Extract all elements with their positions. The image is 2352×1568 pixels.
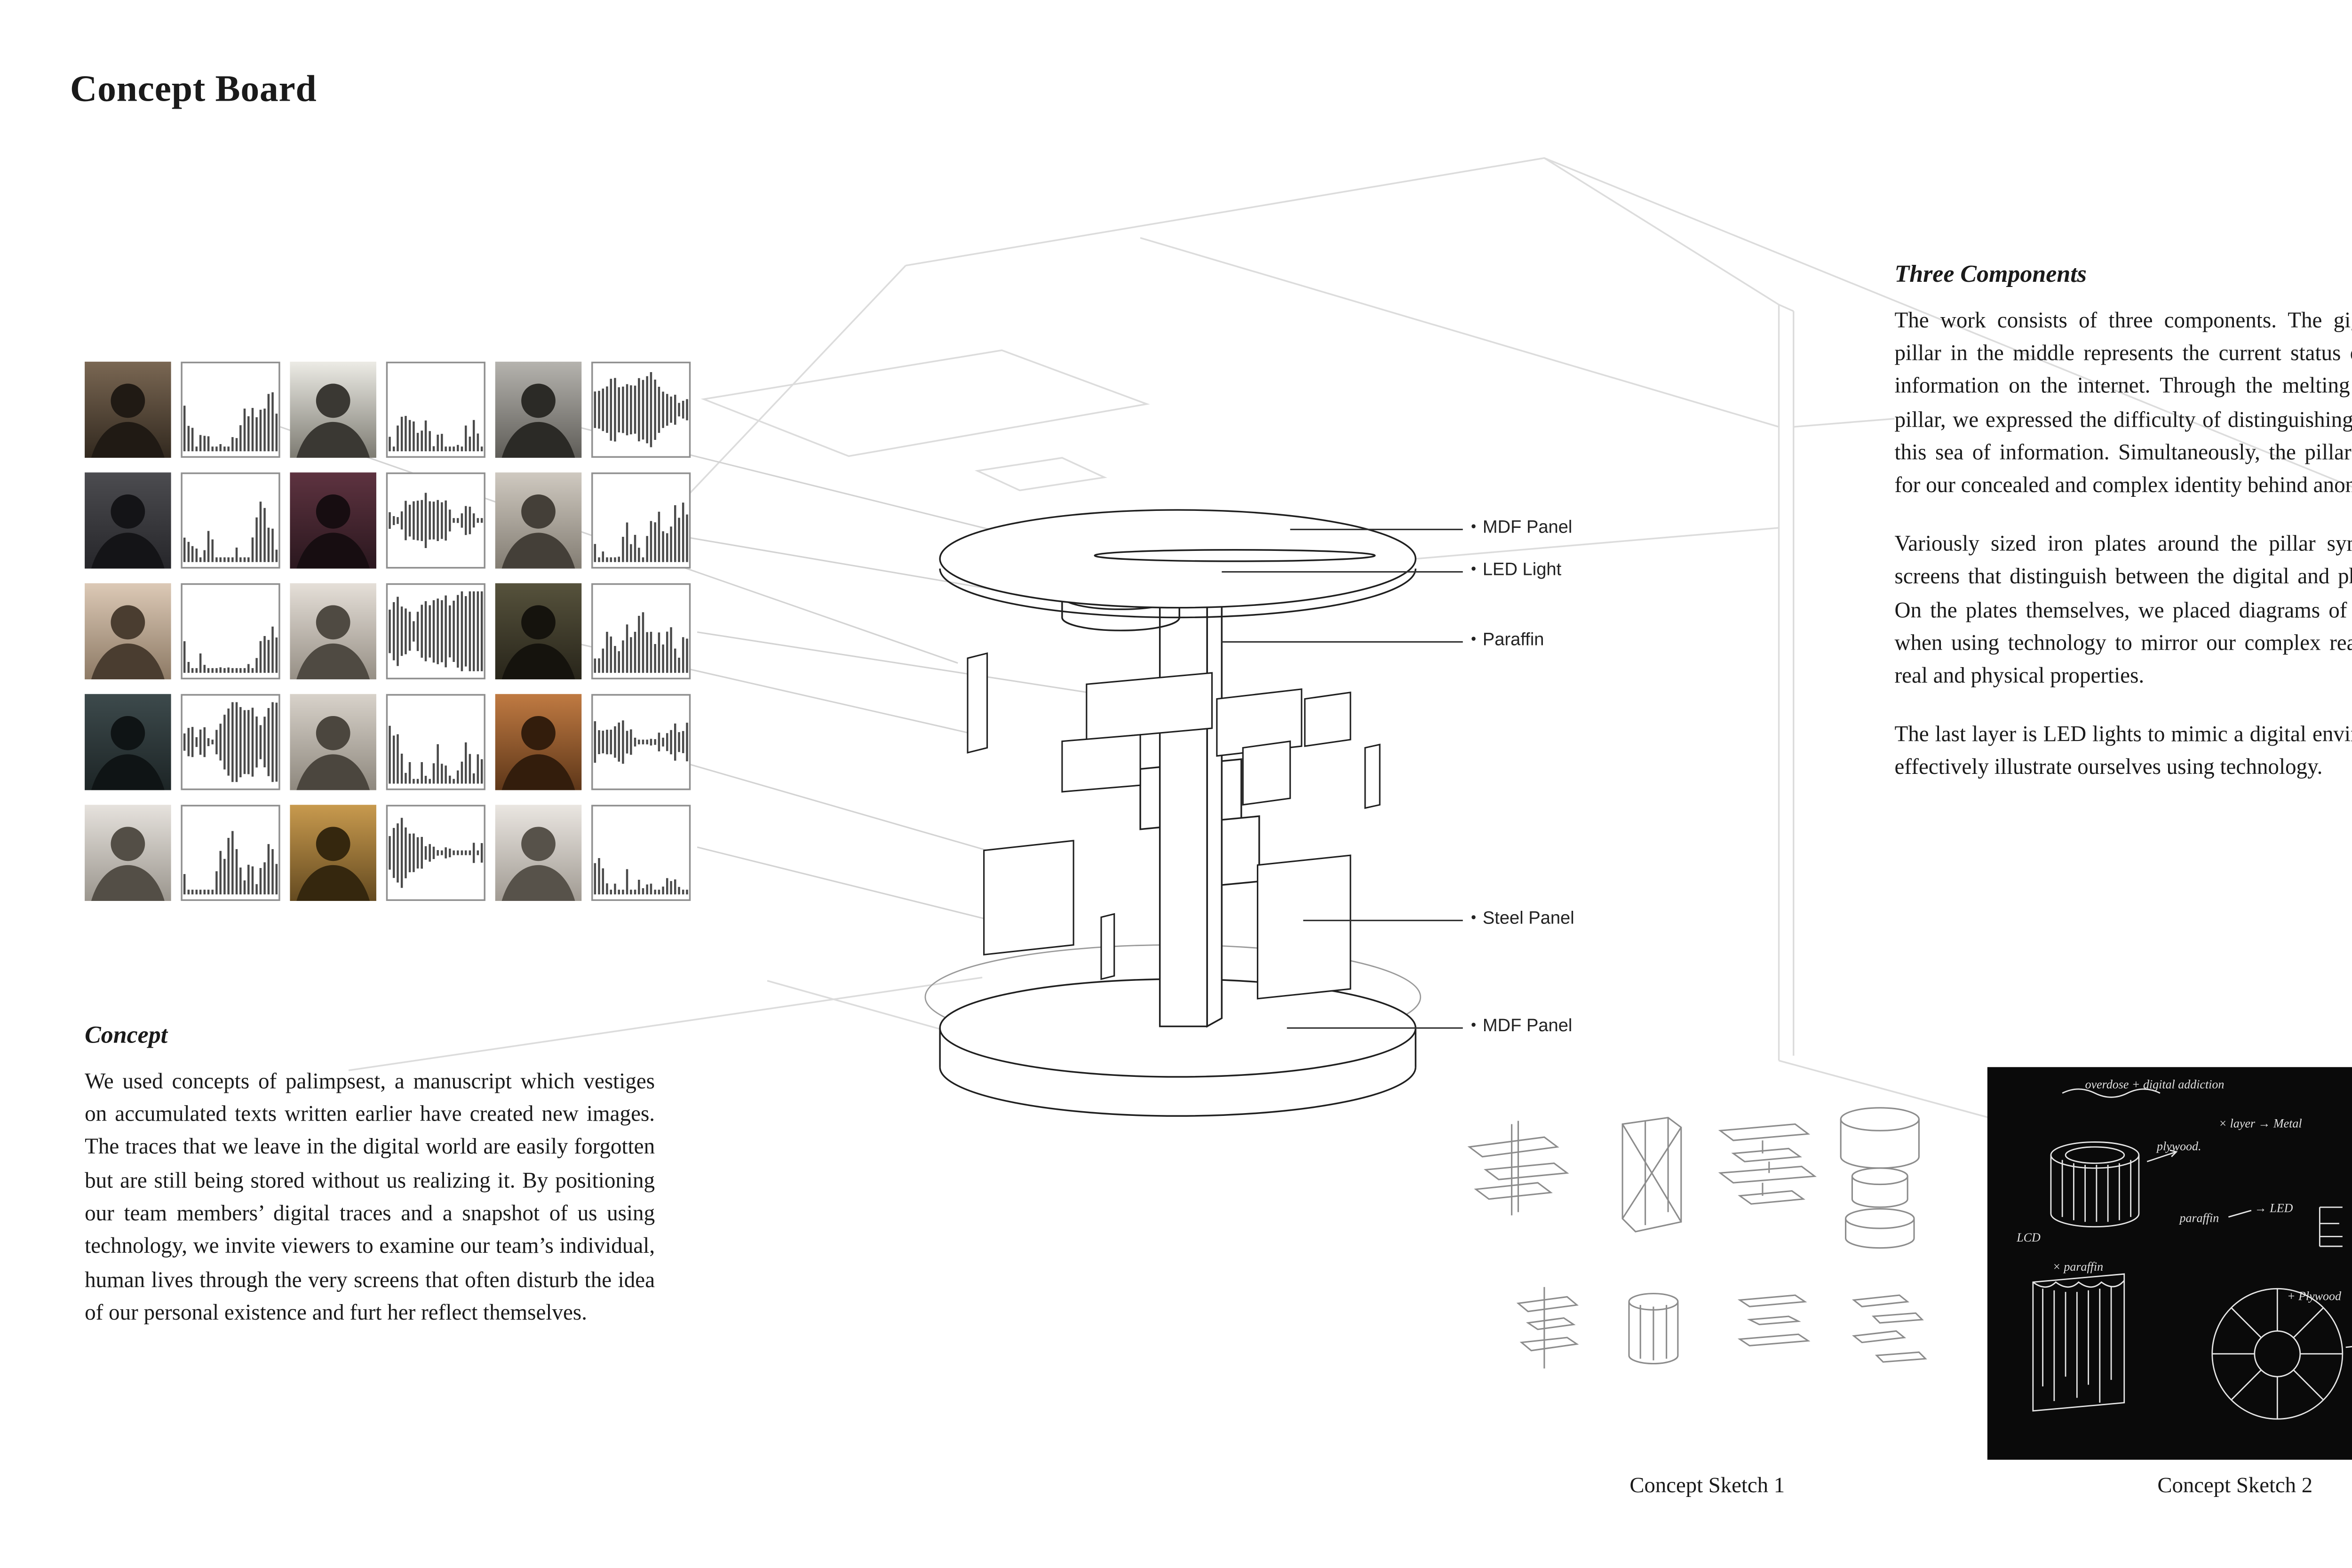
concept-sketch-1-drawing bbox=[1467, 1107, 1927, 1369]
biorhythm-chart bbox=[181, 472, 280, 569]
biorhythm-chart bbox=[591, 361, 691, 458]
webcam-photo bbox=[495, 694, 582, 790]
person-silhouette bbox=[91, 383, 165, 458]
person-silhouette bbox=[91, 827, 165, 901]
sketch-annotation: × layer → Metal bbox=[2218, 1116, 2302, 1131]
webcam-photo bbox=[495, 361, 582, 458]
sketch-annotation: LCD bbox=[2017, 1230, 2041, 1245]
room-perspective-lines bbox=[348, 157, 2352, 1154]
biorhythm-chart bbox=[591, 472, 691, 569]
biorhythm-chart bbox=[386, 361, 485, 458]
three-components-heading: Three Components bbox=[1894, 262, 2087, 288]
concept-section: Concept We used concepts of palimpsest, … bbox=[85, 1018, 655, 1355]
person-silhouette bbox=[296, 716, 370, 790]
person-silhouette bbox=[501, 716, 575, 790]
bullet-dot: • bbox=[1471, 518, 1477, 534]
paragraph: The last layer is LED lights to mimic a … bbox=[1894, 721, 2352, 779]
bullet-dot: • bbox=[1471, 560, 1477, 577]
biorhythm-chart bbox=[386, 694, 485, 790]
sketch-annotation: paraffin bbox=[2179, 1210, 2219, 1226]
person-silhouette bbox=[501, 827, 575, 901]
paragraph: The work consists of three components. T… bbox=[1894, 307, 2352, 498]
webcam-photo bbox=[290, 583, 376, 680]
concept-sketch-2-drawing bbox=[2032, 1088, 2352, 1420]
concept-sketch-2: overdose + digital addiction × layer → Me… bbox=[1987, 1067, 2352, 1460]
person-silhouette bbox=[296, 494, 370, 569]
concept-heading: Concept bbox=[85, 1023, 168, 1050]
person-silhouette bbox=[91, 716, 165, 790]
biorhythm-chart bbox=[181, 694, 280, 790]
webcam-photo bbox=[290, 804, 376, 901]
biorhythm-chart bbox=[181, 583, 280, 680]
webcam-photo bbox=[495, 472, 582, 569]
webcam-photo bbox=[85, 694, 171, 790]
pillar-illustration bbox=[924, 509, 1422, 1117]
paraffin-column bbox=[1206, 564, 1223, 1028]
webcam-photo bbox=[290, 694, 376, 790]
sketch-annotation: plywood. bbox=[2157, 1138, 2201, 1154]
steel-panels bbox=[967, 652, 1381, 1000]
caption-sketch-2: Concept Sketch 2 bbox=[2157, 1472, 2313, 1497]
sketch-annotation: + Plywood bbox=[2287, 1289, 2341, 1304]
webcam-photo bbox=[85, 361, 171, 458]
webcam-photo bbox=[290, 361, 376, 458]
page-title: Concept Board bbox=[70, 68, 317, 110]
diagram-label: •MDF Panel bbox=[1471, 1016, 1573, 1036]
sketch-annotation: overdose + digital addiction bbox=[2085, 1077, 2225, 1092]
person-silhouette bbox=[91, 494, 165, 569]
webcam-photo bbox=[495, 804, 582, 901]
person-silhouette bbox=[296, 827, 370, 901]
diagram-label: •LED Light bbox=[1471, 560, 1562, 580]
webcam-photo bbox=[290, 472, 376, 569]
paragraph: Variously sized iron plates around the p… bbox=[1894, 531, 2352, 688]
sketch-annotation: × paraffin bbox=[2052, 1259, 2104, 1274]
person-silhouette bbox=[296, 383, 370, 458]
bullet-dot: • bbox=[1471, 1016, 1477, 1033]
sketch-annotation: → LED bbox=[2254, 1201, 2293, 1216]
biorhythm-chart bbox=[386, 583, 485, 680]
bullet-dot: • bbox=[1471, 630, 1477, 647]
webcam-photo bbox=[495, 583, 582, 680]
biorhythm-chart bbox=[181, 361, 280, 458]
diagram-label: •MDF Panel bbox=[1471, 518, 1573, 538]
biorhythm-chart bbox=[386, 804, 485, 901]
paragraph: We used concepts of palimpsest, a manusc… bbox=[85, 1067, 655, 1325]
label-leader-lines bbox=[1222, 528, 1463, 1029]
biorhythm-chart bbox=[181, 804, 280, 901]
diagram-label: •Steel Panel bbox=[1471, 909, 1574, 929]
biorhythm-chart bbox=[386, 472, 485, 569]
webcam-photo bbox=[85, 583, 171, 680]
webcam-photo bbox=[85, 472, 171, 569]
biorhythm-chart bbox=[591, 694, 691, 790]
biorhythm-chart bbox=[591, 583, 691, 680]
diagram-label: •Paraffin bbox=[1471, 630, 1544, 650]
biorhythm-chart bbox=[591, 804, 691, 901]
three-components-section: Three Components The work consists of th… bbox=[1894, 257, 2352, 809]
caption-sketch-1: Concept Sketch 1 bbox=[1629, 1472, 1785, 1497]
webcam-photo bbox=[85, 804, 171, 901]
photo-grid bbox=[85, 361, 691, 901]
person-silhouette bbox=[296, 605, 370, 680]
person-silhouette bbox=[501, 605, 575, 680]
person-silhouette bbox=[501, 383, 575, 458]
person-silhouette bbox=[91, 605, 165, 680]
person-silhouette bbox=[501, 494, 575, 569]
bullet-dot: • bbox=[1471, 909, 1477, 925]
